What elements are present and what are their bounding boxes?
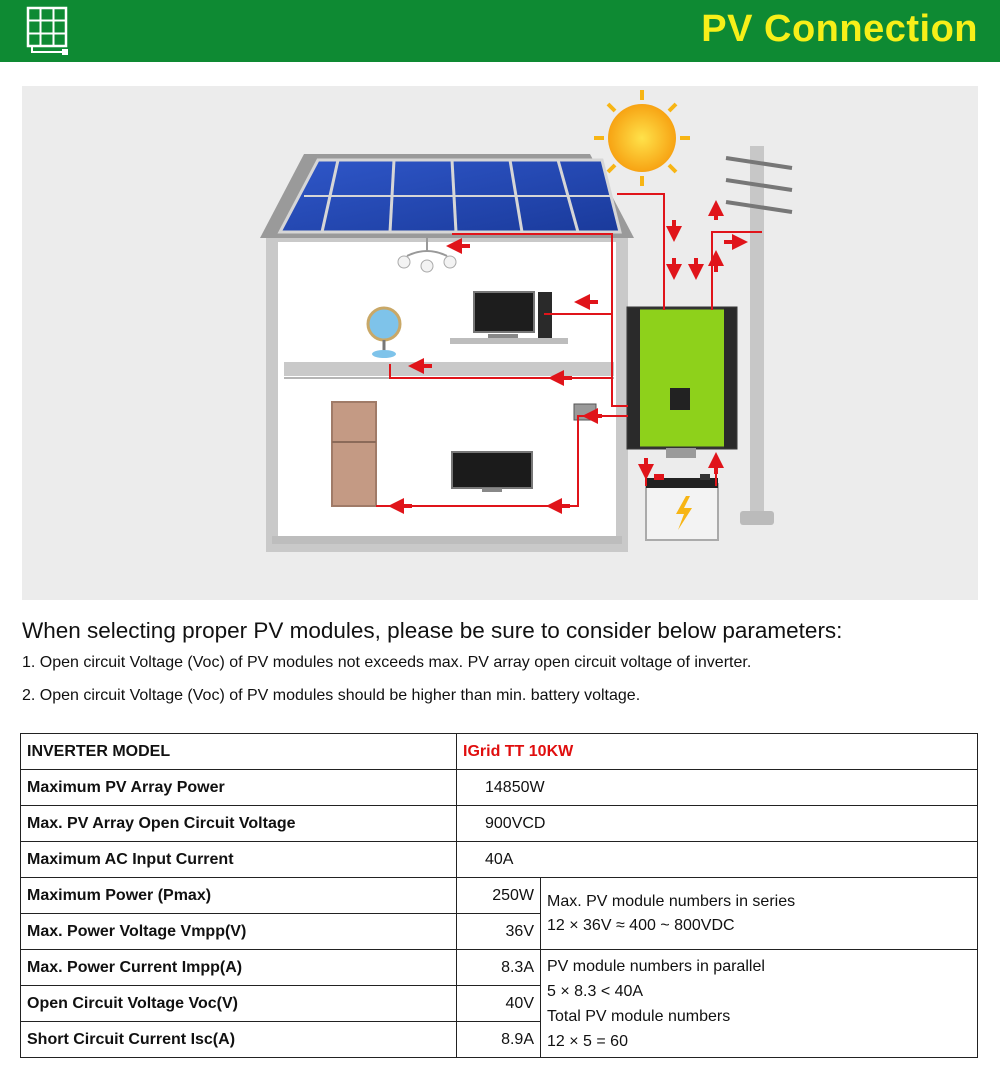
table-row: Maximum AC Input Current 40A (20, 841, 978, 878)
row-value: 900VCD (456, 805, 978, 842)
parallel-note-line: 12 × 5 = 60 (547, 1032, 628, 1050)
intro-text: When selecting proper PV modules, please… (22, 618, 843, 643)
row-label: Maximum Power (Pmax) (20, 877, 457, 914)
pv-system-diagram (22, 86, 978, 600)
row-value: 8.3A (456, 949, 541, 986)
table-row: Short Circuit Current Isc(A) 8.9A (20, 1021, 978, 1058)
row-value: 36V (456, 913, 541, 950)
model-value: IGrid TT 10KW (456, 733, 978, 770)
sun-icon (594, 90, 690, 186)
row-label: Open Circuit Voltage Voc(V) (20, 985, 457, 1022)
table-row: Max. Power Current Impp(A) 8.3A PV modul… (20, 949, 978, 1058)
parallel-note-line: Total PV module numbers (547, 1007, 731, 1025)
solar-panel-icon (26, 6, 68, 55)
table-row: Max. PV Array Open Circuit Voltage 900VC… (20, 805, 978, 842)
table-row: INVERTER MODEL IGrid TT 10KW (20, 733, 978, 770)
series-note: Max. PV module numbers in series 12 × 36… (540, 877, 978, 950)
appliances (331, 236, 597, 507)
row-value: 40V (456, 985, 541, 1022)
row-label: Max. PV Array Open Circuit Voltage (20, 805, 457, 842)
row-label: Short Circuit Current Isc(A) (20, 1021, 457, 1058)
header-banner: PV Connection (0, 0, 1000, 62)
table-row: Maximum PV Array Power 14850W (20, 769, 978, 806)
parallel-note: PV module numbers in parallel 5 × 8.3 < … (540, 949, 978, 1058)
parameter-note: 1. Open circuit Voltage (Voc) of PV modu… (22, 654, 752, 671)
spec-table: INVERTER MODEL IGrid TT 10KW Maximum PV … (20, 733, 978, 1058)
row-value: 250W (456, 877, 541, 914)
series-note-line: Max. PV module numbers in series (547, 892, 796, 910)
row-label: Maximum AC Input Current (20, 841, 457, 878)
page-title: PV Connection (701, 8, 978, 50)
parallel-note-line: PV module numbers in parallel (547, 957, 765, 975)
table-row: Max. Power Voltage Vmpp(V) 36V (20, 913, 978, 950)
row-value: 14850W (456, 769, 978, 806)
battery-icon (645, 474, 719, 541)
row-value: 8.9A (456, 1021, 541, 1058)
table-row: Maximum Power (Pmax) 250W Max. PV module… (20, 877, 978, 950)
row-label: INVERTER MODEL (20, 733, 457, 770)
row-label: Maximum PV Array Power (20, 769, 457, 806)
table-row: Open Circuit Voltage Voc(V) 40V (20, 985, 978, 1022)
row-label: Max. Power Current Impp(A) (20, 949, 457, 986)
row-label: Max. Power Voltage Vmpp(V) (20, 913, 457, 950)
parameter-note: 2. Open circuit Voltage (Voc) of PV modu… (22, 687, 641, 704)
series-note-line: 12 × 36V ≈ 400 ~ 800VDC (547, 916, 735, 934)
utility-pole (725, 146, 793, 525)
solar-panels (277, 158, 622, 234)
inverter-unit (626, 306, 738, 458)
parallel-note-line: 5 × 8.3 < 40A (547, 982, 644, 1000)
row-value: 40A (456, 841, 978, 878)
